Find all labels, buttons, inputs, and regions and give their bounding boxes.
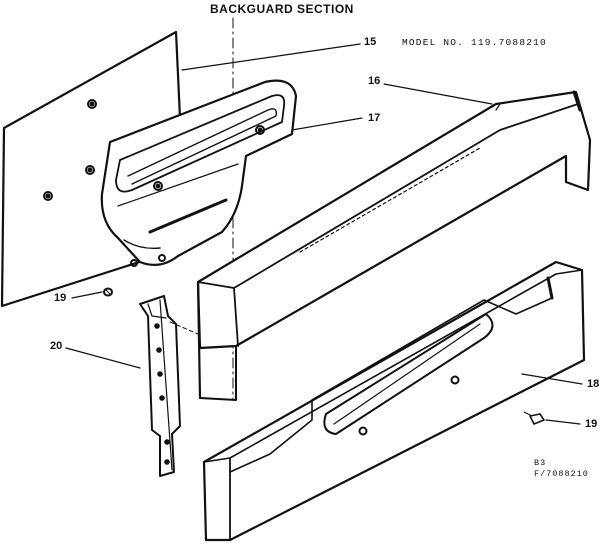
part-20-bracket	[65, 295, 199, 477]
part-16-upper-trim	[196, 83, 592, 401]
part-17-control-housing	[100, 79, 363, 267]
part-18-lower-trim	[202, 260, 586, 542]
model-number: MODEL NO. 119.7088210	[402, 37, 547, 48]
callout-16: 16	[368, 75, 381, 87]
callout-18: 18	[587, 378, 600, 390]
drawing-code-line-2: F/7088210	[534, 469, 589, 479]
drawing-code: B3 F/7088210	[534, 458, 589, 480]
callout-15: 15	[364, 36, 377, 48]
drawing-code-line-1: B3	[534, 458, 547, 468]
screw-19-right	[523, 411, 581, 425]
callout-19-right: 19	[585, 418, 598, 430]
screw-19-left	[71, 287, 113, 299]
diagram-title: BACKGUARD SECTION	[210, 2, 354, 16]
callout-19-left: 19	[54, 292, 67, 304]
callout-17: 17	[368, 112, 381, 124]
callout-20: 20	[50, 340, 63, 352]
